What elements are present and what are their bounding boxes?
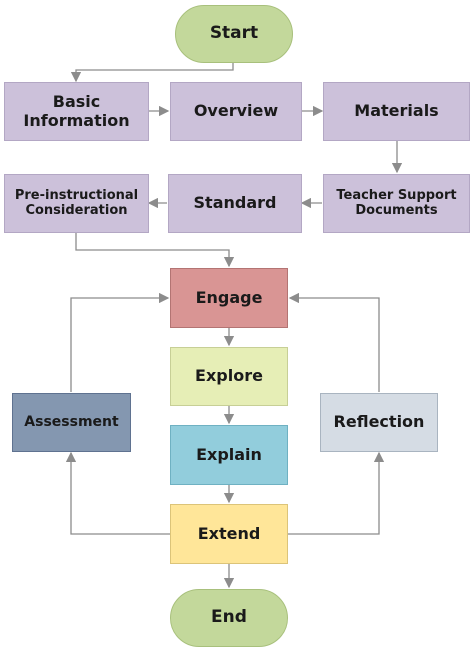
extend-node: Extend: [170, 504, 288, 564]
standard-node: Standard: [168, 174, 302, 233]
overview-node: Overview: [170, 82, 302, 141]
arrow-pre-instructional-to-engage: [75, 233, 235, 268]
engage-node: Engage: [170, 268, 288, 328]
pre-instructional-consideration-node: Pre-instructional Consideration: [4, 174, 149, 233]
arrow-start-to-basic-information: [70, 63, 234, 83]
reflection-node: Reflection: [320, 393, 438, 452]
explore-node: Explore: [170, 347, 288, 406]
assessment-node: Assessment: [12, 393, 131, 452]
arrow-assessment-to-engage: [70, 292, 170, 392]
materials-node: Materials: [323, 82, 470, 141]
arrow-extend-to-reflection: [288, 451, 385, 535]
arrow-reflection-to-engage: [288, 292, 380, 392]
teacher-support-documents-node: Teacher Support Documents: [323, 174, 470, 233]
basic-information-node: Basic Information: [4, 82, 149, 141]
end-node: End: [170, 589, 288, 647]
explain-node: Explain: [170, 425, 288, 485]
arrow-extend-to-assessment: [65, 451, 170, 535]
start-node: Start: [175, 5, 293, 63]
